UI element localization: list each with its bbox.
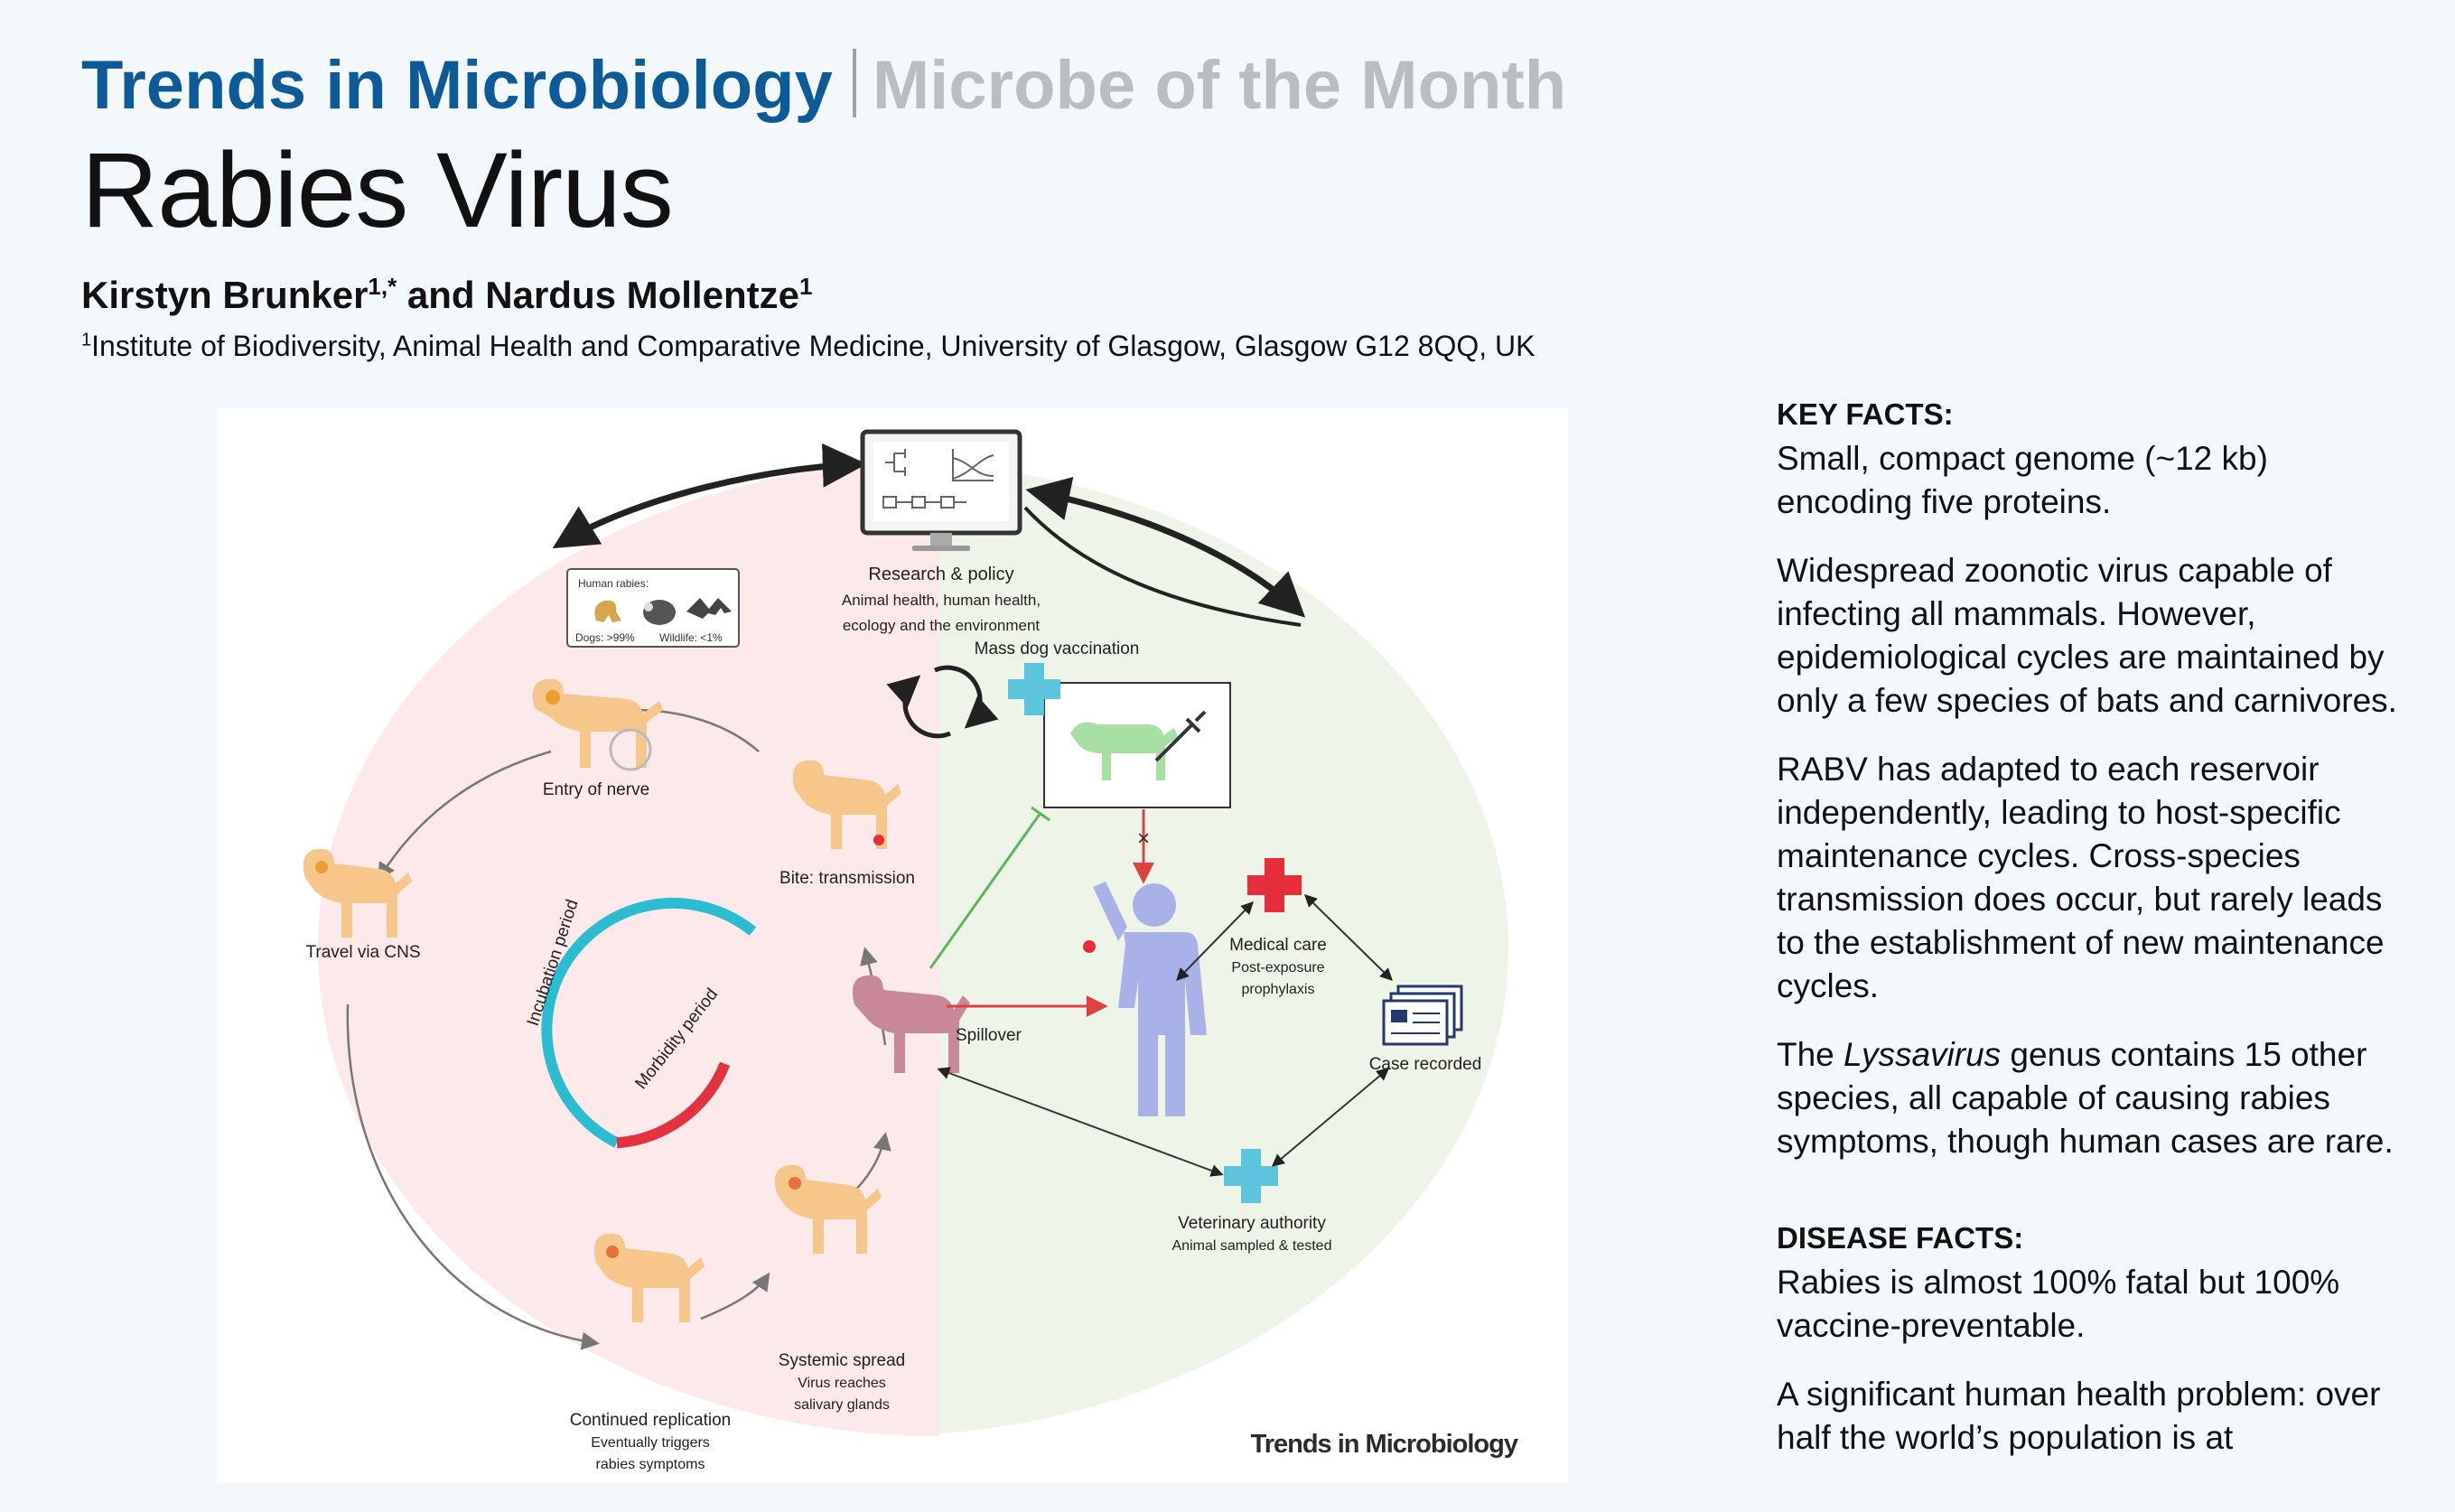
human-rabies-box: Human rabies: Dogs: >99% Wildlife: <1% xyxy=(566,568,740,648)
blocked-cross-icon: × xyxy=(1137,826,1150,851)
arrow-research-right-lower xyxy=(1023,506,1302,627)
author-join: and xyxy=(397,274,486,316)
key-facts-heading: KEY FACTS: xyxy=(1777,397,1954,431)
disease-facts-heading: DISEASE FACTS: xyxy=(1777,1221,2024,1255)
pep-label-2: prophylaxis xyxy=(1242,982,1315,997)
series-name: Microbe of the Month xyxy=(872,47,1567,124)
cycle-arrows-icon xyxy=(886,665,999,739)
replication-label: Continued replication xyxy=(570,1411,732,1430)
research-title: Research & policy xyxy=(868,565,1013,584)
arrow-entry-to-cns xyxy=(377,750,552,882)
author-2-superscript: 1 xyxy=(798,273,813,300)
lyssavirus-genus: Lyssavirus xyxy=(1844,1036,2002,1073)
journal-line: Trends in Microbiology Microbe of the Mon… xyxy=(81,45,1797,126)
article-header: Trends in Microbiology Microbe of the Mon… xyxy=(81,45,1797,363)
replication-sub-1: Eventually triggers xyxy=(591,1435,710,1451)
key-fact-4-post: genus contains 15 other species, all cap… xyxy=(1777,1036,2394,1160)
medical-care-cross-icon xyxy=(1247,858,1302,912)
title-separator xyxy=(852,49,856,117)
human-rabies-label: Human rabies: xyxy=(578,577,649,590)
affiliation-superscript: 1 xyxy=(81,330,92,350)
figure-svg: Research & policy Animal health, human h… xyxy=(303,429,1508,1472)
key-fact-4-pre: The xyxy=(1777,1036,1844,1073)
vet-authority-label: Veterinary authority xyxy=(1178,1214,1326,1233)
arrow-research-left xyxy=(552,443,867,549)
morbidity-arc xyxy=(616,1061,731,1149)
pep-label-1: Post-exposure xyxy=(1231,960,1324,975)
arrow-medical-human xyxy=(1176,901,1254,982)
research-sub-2: ecology and the environment xyxy=(843,617,1041,634)
systemic-label: Systemic spread xyxy=(779,1351,905,1370)
affiliation: 1Institute of Biodiversity, Animal Healt… xyxy=(81,330,1797,363)
author-2[interactable]: Nardus Mollentze xyxy=(485,274,799,316)
dog-bite-icon xyxy=(792,760,901,849)
vet-authority-sub: Animal sampled & tested xyxy=(1172,1238,1332,1254)
entry-nerve-label: Entry of nerve xyxy=(543,780,649,799)
mass-vaccination-label: Mass dog vaccination xyxy=(975,639,1140,658)
bite-wound-icon xyxy=(1083,940,1096,953)
systemic-sub-1: Virus reaches xyxy=(798,1376,886,1391)
disease-fact-2: A significant human health problem: over… xyxy=(1777,1376,2381,1456)
bat-icon xyxy=(686,598,732,619)
vaccinated-dog-icon xyxy=(1070,722,1178,780)
dog-silhouette-icon xyxy=(594,600,621,622)
medical-cross-vaccination-icon xyxy=(1008,663,1060,715)
systemic-sub-2: salivary glands xyxy=(794,1397,890,1413)
dog-replication-icon xyxy=(593,1233,705,1322)
disease-fact-1: Rabies is almost 100% fatal but 100% vac… xyxy=(1777,1264,2340,1344)
arrow-medical-case xyxy=(1303,894,1394,981)
key-fact-2: Widespread zoonotic virus capable of inf… xyxy=(1777,552,2397,719)
author-1[interactable]: Kirstyn Brunker xyxy=(81,274,369,316)
spillover-label: Spillover xyxy=(956,1026,1022,1045)
arrow-research-right xyxy=(1025,476,1306,618)
key-fact-4: The Lyssavirus genus contains 15 other s… xyxy=(1777,1033,2409,1163)
bite-label: Bite: transmission xyxy=(779,869,915,888)
dog-entry-nerve-icon xyxy=(532,678,663,771)
replication-sub-2: rabies symptoms xyxy=(596,1457,705,1472)
author-line: Kirstyn Brunker1,* and Nardus Mollentze1 xyxy=(81,273,1797,317)
monitor-icon xyxy=(860,429,1022,551)
syringe-icon xyxy=(1154,710,1207,762)
arrow-vet-case xyxy=(1271,1068,1390,1167)
wildlife-label: Wildlife: <1% xyxy=(659,631,723,644)
incubation-arc xyxy=(541,897,757,1148)
key-fact-3: RABV has adapted to each reservoir indep… xyxy=(1777,751,2385,1004)
arrow-dog-vet xyxy=(937,1067,1224,1177)
journal-name[interactable]: Trends in Microbiology xyxy=(81,47,833,124)
article-title: Rabies Virus xyxy=(81,131,674,250)
research-sub-1: Animal health, human health, xyxy=(842,592,1041,609)
arrow-replication-to-systemic xyxy=(700,1272,770,1321)
vaccination-inhibition-line xyxy=(929,812,1042,969)
rabies-cycle-figure: Research & policy Animal health, human h… xyxy=(217,408,1568,1483)
veterinary-cross-icon xyxy=(1224,1149,1278,1203)
affiliation-text: Institute of Biodiversity, Animal Health… xyxy=(91,330,1536,362)
dog-travel-cns-icon xyxy=(303,848,412,938)
travel-cns-label: Travel via CNS xyxy=(305,943,420,962)
medical-care-label: Medical care xyxy=(1229,936,1327,955)
case-recorded-label: Case recorded xyxy=(1369,1055,1482,1074)
dog-systemic-icon xyxy=(774,1164,882,1254)
key-fact-1: Small, compact genome (~12 kb) encoding … xyxy=(1777,440,2268,520)
arrow-cns-to-replication xyxy=(346,1003,600,1350)
dog-infected-icon xyxy=(852,975,970,1073)
case-record-icon xyxy=(1382,985,1463,1046)
author-1-superscript: 1,* xyxy=(368,273,397,300)
dogs-label: Dogs: >99% xyxy=(575,631,635,644)
facts-column: KEY FACTS: Small, compact genome (~12 kb… xyxy=(1777,397,2409,1485)
figure-credit: Trends in Microbiology xyxy=(1250,1430,1518,1459)
